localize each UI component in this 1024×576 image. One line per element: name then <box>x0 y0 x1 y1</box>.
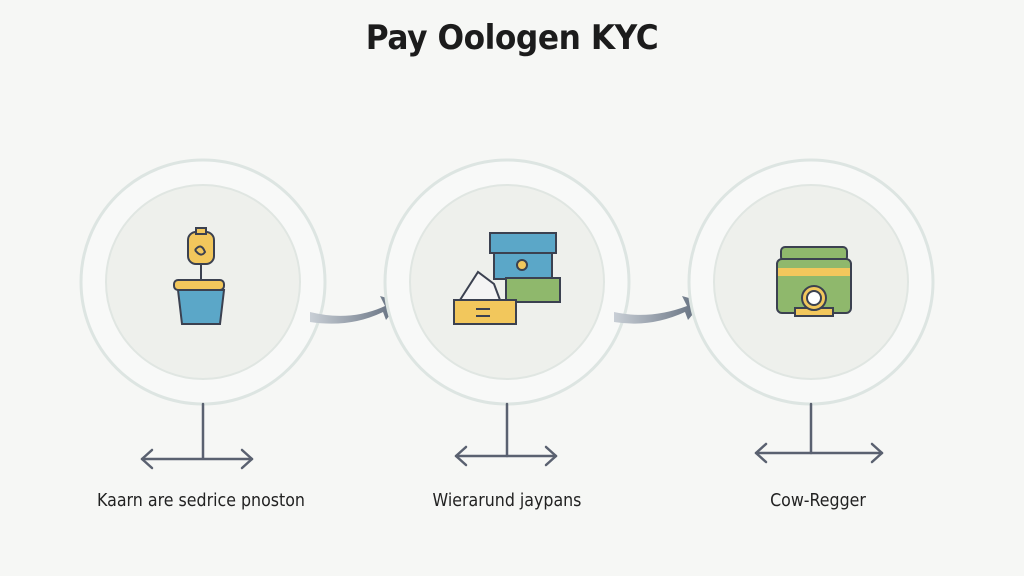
bidirectional-arrow-1 <box>140 402 254 470</box>
step-2-node <box>383 158 631 406</box>
folder-badge-icon <box>776 246 852 317</box>
document-stack-icon <box>453 232 561 325</box>
step-1-label: Kaarn are sedrice pnoston <box>97 490 305 511</box>
step-3-label: Cow-Regger <box>770 490 866 511</box>
flow-arrow-2 <box>614 296 703 324</box>
step-1-node <box>79 158 327 406</box>
person-in-bin-icon <box>173 227 226 325</box>
page-title: Pay Oologen KYC <box>365 18 659 58</box>
bidirectional-arrow-3 <box>754 402 884 464</box>
flow-arrow-1 <box>310 296 400 324</box>
step-2-label: Wierarund jaypans <box>432 490 582 511</box>
bidirectional-arrow-2 <box>454 402 558 467</box>
step-3-node <box>687 158 935 406</box>
